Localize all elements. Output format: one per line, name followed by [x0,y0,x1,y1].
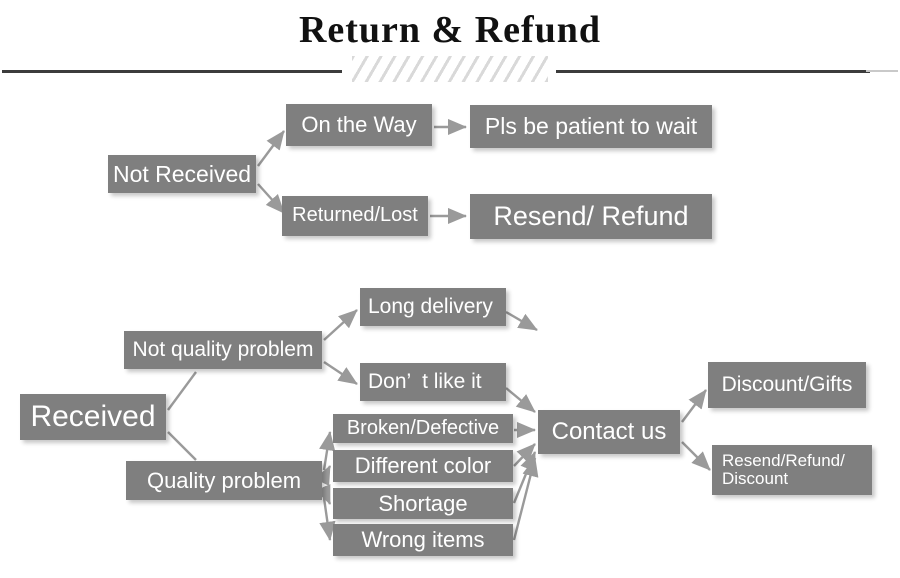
node-broken-defective[interactable]: Broken/Defective [333,414,513,443]
node-dont-like-it[interactable]: Don’ t like it [360,363,506,401]
node-resend-refund-discount[interactable]: Resend/Refund/ Discount [712,445,872,495]
node-pls-be-patient-to-wait[interactable]: Pls be patient to wait [470,105,712,148]
node-on-the-way[interactable]: On the Way [286,104,432,146]
node-discount-gifts[interactable]: Discount/Gifts [708,362,866,408]
node-different-color[interactable]: Different color [333,450,513,482]
node-returned-lost[interactable]: Returned/Lost [282,196,428,236]
node-not-quality-problem[interactable]: Not quality problem [124,331,322,369]
node-resend-refund[interactable]: Resend/ Refund [470,194,712,239]
node-not-received[interactable]: Not Received [108,155,256,193]
node-received[interactable]: Received [20,394,166,440]
page-title: Return & Refund [298,9,602,51]
divider-rule-right-faint [866,70,898,72]
node-contact-us[interactable]: Contact us [538,410,680,454]
divider-rule-right [556,70,870,73]
divider-rule-left [2,70,342,73]
diagonal-hatch-divider-icon [352,56,548,82]
node-shortage[interactable]: Shortage [333,488,513,519]
node-quality-problem[interactable]: Quality problem [126,461,322,500]
node-wrong-items[interactable]: Wrong items [333,524,513,556]
node-long-delivery[interactable]: Long delivery [360,288,506,326]
